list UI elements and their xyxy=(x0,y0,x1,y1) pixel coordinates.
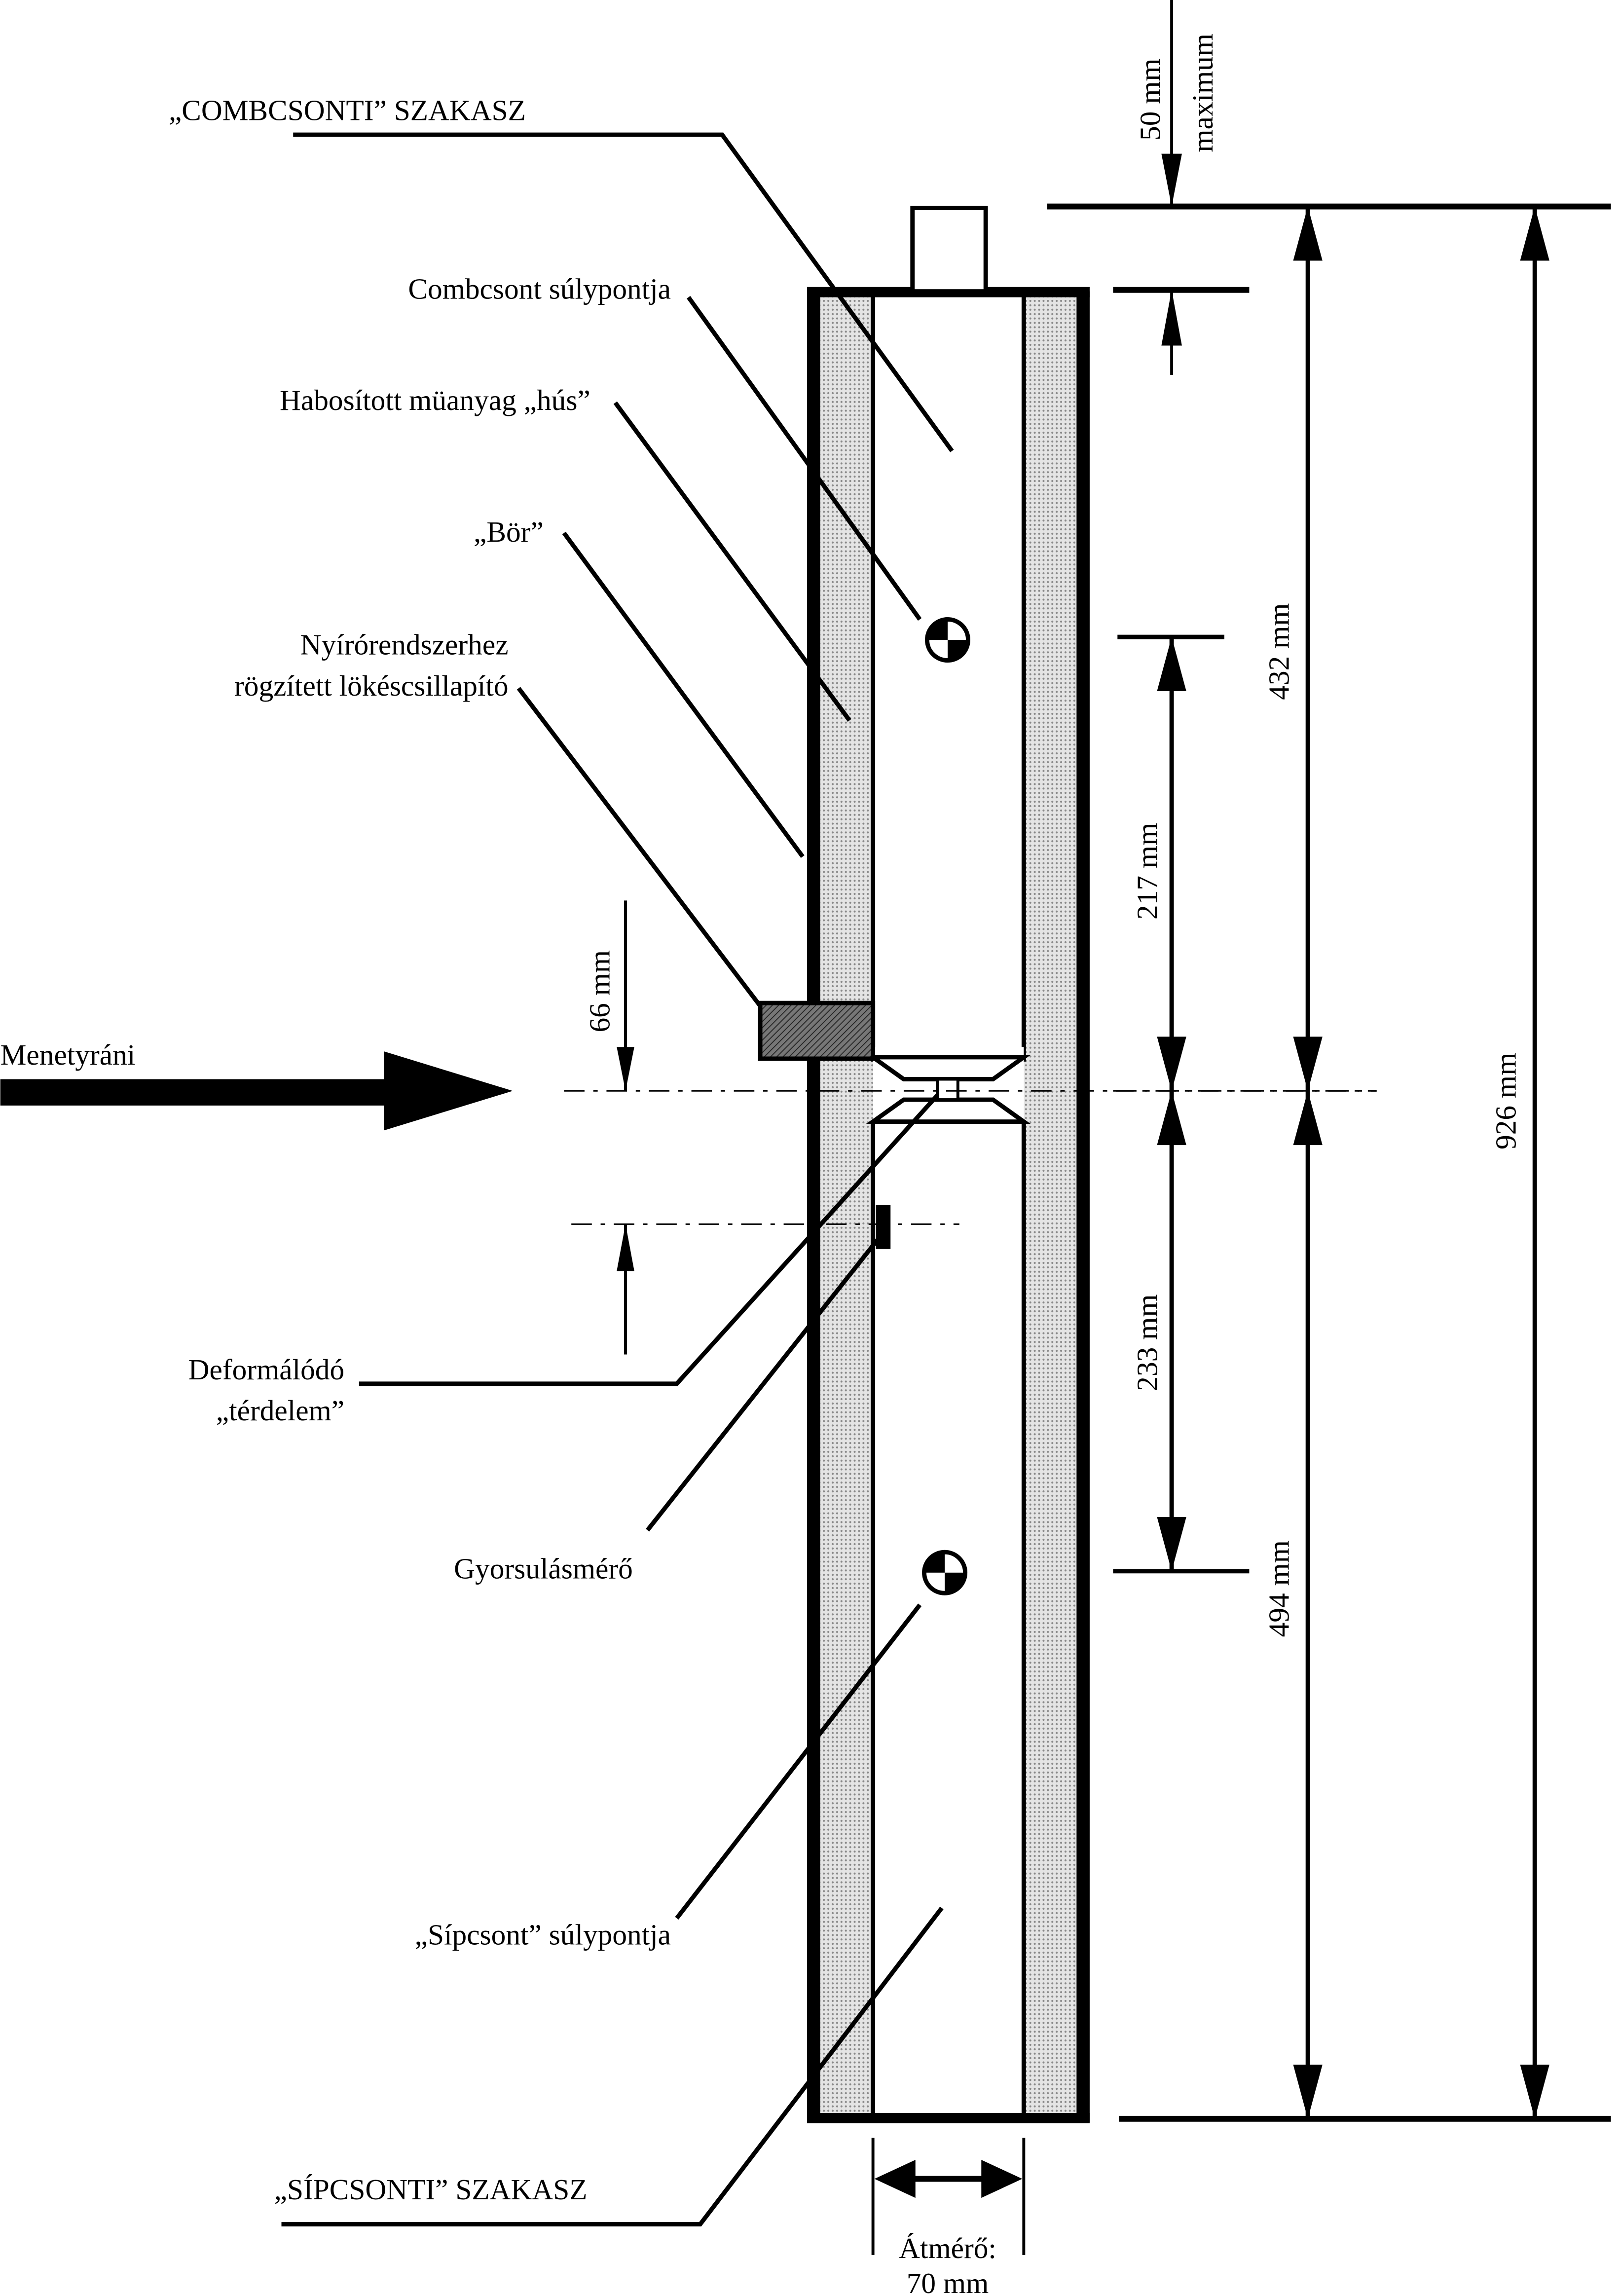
tibia-section-label: „SÍPCSONTI” SZAKASZ xyxy=(274,2173,588,2206)
skin-label: „Bör” xyxy=(474,516,544,548)
femur-cog-icon xyxy=(924,617,971,663)
foam-left xyxy=(820,297,873,2116)
diameter-dimension xyxy=(871,2138,1026,2255)
total-length-label: 926 mm xyxy=(1490,1053,1522,1149)
femur-cog-label: Combcsont súlypontja xyxy=(408,272,671,305)
impact-offset-dimension xyxy=(617,900,634,1355)
direction-label: Menetyráni xyxy=(0,1038,136,1071)
femur-length-label: 432 mm xyxy=(1263,603,1295,700)
knee-to-lower-label: 233 mm xyxy=(1131,1294,1163,1391)
damper-label-line1: Nyírórendszerhez xyxy=(300,629,509,661)
knee-label-line1: Deformálódó xyxy=(188,1353,344,1386)
femur-section-label: „COMBCSONTI” SZAKASZ xyxy=(169,94,526,126)
leg-body xyxy=(807,206,1090,2123)
damper-block xyxy=(758,1000,876,1061)
knee-label-line2: „térdelem” xyxy=(216,1394,344,1427)
upper-to-knee-label: 217 mm xyxy=(1131,823,1163,920)
accelerometer-label: Gyorsulásmérő xyxy=(454,1553,633,1585)
skin-left xyxy=(807,291,820,2122)
direction-arrow-icon xyxy=(0,1051,513,1131)
tibia-length-label: 494 mm xyxy=(1263,1540,1295,1637)
top-max-label-line1: 50 mm xyxy=(1134,58,1166,141)
tibia-cog-label: „Sípcsont” súlypontja xyxy=(415,1919,671,1951)
leader-lines xyxy=(281,132,954,2227)
top-max-label-line2: maximum xyxy=(1186,34,1219,152)
tibia-cog-icon xyxy=(922,1550,968,1595)
impact-offset-label: 66 mm xyxy=(583,950,616,1033)
foam-flesh-label: Habosított müanyag „hús” xyxy=(280,384,590,416)
diameter-label-line1: Átmérő: xyxy=(899,2232,996,2264)
right-dimensions xyxy=(1047,0,1611,2122)
knee-element xyxy=(866,1047,1031,1124)
bottom-cap xyxy=(807,2112,1090,2123)
damper-label-line2: rögzített lökéscsillapító xyxy=(234,669,509,702)
top-mount xyxy=(910,206,988,294)
diameter-label-line2: 70 mm xyxy=(907,2267,989,2296)
foam-right xyxy=(1024,297,1077,2116)
skin-right xyxy=(1076,291,1090,2122)
